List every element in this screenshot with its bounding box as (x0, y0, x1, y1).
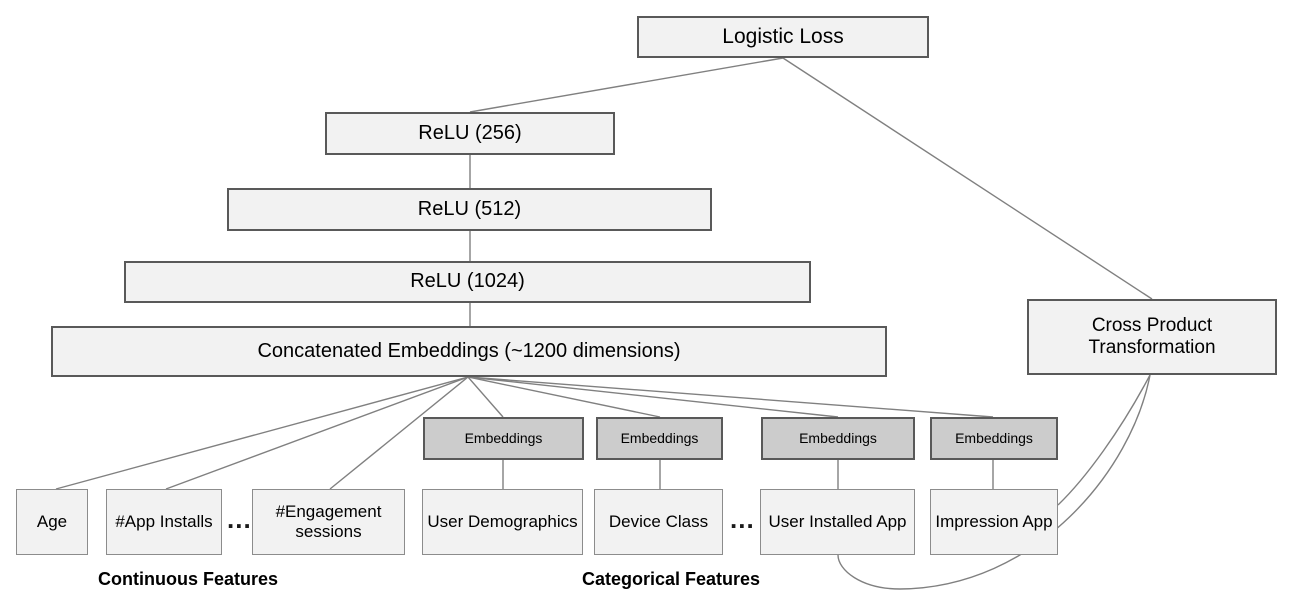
node-feature-age[interactable]: Age (16, 489, 88, 555)
edge-concat-to-embeddings-2 (467, 376, 661, 418)
node-logistic-loss[interactable]: Logistic Loss (637, 16, 929, 58)
node-feature-device-class[interactable]: Device Class (594, 489, 723, 555)
node-embeddings-2-label: Embeddings (620, 430, 699, 447)
edge-cross-product-to-impression-app (1057, 374, 1151, 506)
node-cross-product-transformation-label: Cross Product Transformation (1088, 314, 1216, 358)
node-feature-user-demographics[interactable]: User Demographics (422, 489, 583, 555)
node-feature-engagement-sessions-label: #Engagement sessions (275, 501, 382, 541)
node-embeddings-1[interactable]: Embeddings (423, 417, 584, 460)
node-relu-512[interactable]: ReLU (512) (227, 188, 712, 231)
node-feature-app-installs[interactable]: #App Installs (106, 489, 222, 555)
group-label-continuous-features: Continuous Features (98, 569, 279, 589)
node-embeddings-3[interactable]: Embeddings (761, 417, 915, 460)
node-feature-impression-app-label: Impression App (935, 511, 1053, 531)
edge-concat-to-age (55, 376, 469, 490)
edge-concat-to-embeddings-4 (467, 376, 994, 418)
edge-concat-to-embeddings-1 (467, 376, 504, 418)
node-feature-age-label: Age (36, 511, 68, 531)
node-concatenated-embeddings[interactable]: Concatenated Embeddings (~1200 dimension… (51, 326, 887, 377)
edge-concat-to-embeddings-3 (467, 376, 839, 418)
node-feature-user-demographics-label: User Demographics (427, 511, 578, 531)
node-relu-256[interactable]: ReLU (256) (325, 112, 615, 155)
node-feature-app-installs-label: #App Installs (115, 511, 213, 531)
node-logistic-loss-label: Logistic Loss (722, 24, 844, 48)
node-feature-user-installed-app[interactable]: User Installed App (760, 489, 915, 555)
node-embeddings-4[interactable]: Embeddings (930, 417, 1058, 460)
ellipsis-continuous-features: ... (227, 504, 252, 534)
group-label-categorical-features: Categorical Features (582, 569, 761, 589)
node-relu-512-label: ReLU (512) (417, 197, 522, 220)
edge-loss-to-cross-product (782, 57, 1153, 300)
node-feature-engagement-sessions[interactable]: #Engagement sessions (252, 489, 405, 555)
node-embeddings-4-label: Embeddings (955, 430, 1033, 447)
node-embeddings-2[interactable]: Embeddings (596, 417, 723, 460)
ellipsis-categorical-features: ... (730, 504, 755, 534)
node-relu-1024[interactable]: ReLU (1024) (124, 261, 811, 303)
node-relu-256-label: ReLU (256) (418, 121, 522, 144)
node-feature-user-installed-app-label: User Installed App (768, 511, 907, 531)
edge-loss-to-relu256 (469, 57, 784, 113)
node-embeddings-1-label: Embeddings (464, 430, 543, 447)
node-feature-impression-app[interactable]: Impression App (930, 489, 1058, 555)
node-concatenated-embeddings-label: Concatenated Embeddings (~1200 dimension… (257, 339, 681, 362)
node-feature-device-class-label: Device Class (608, 511, 709, 531)
edge-cross-product-to-user-installed-app (837, 374, 1151, 590)
node-relu-1024-label: ReLU (1024) (410, 270, 525, 293)
node-cross-product-transformation[interactable]: Cross Product Transformation (1027, 299, 1277, 375)
node-embeddings-3-label: Embeddings (799, 430, 877, 447)
